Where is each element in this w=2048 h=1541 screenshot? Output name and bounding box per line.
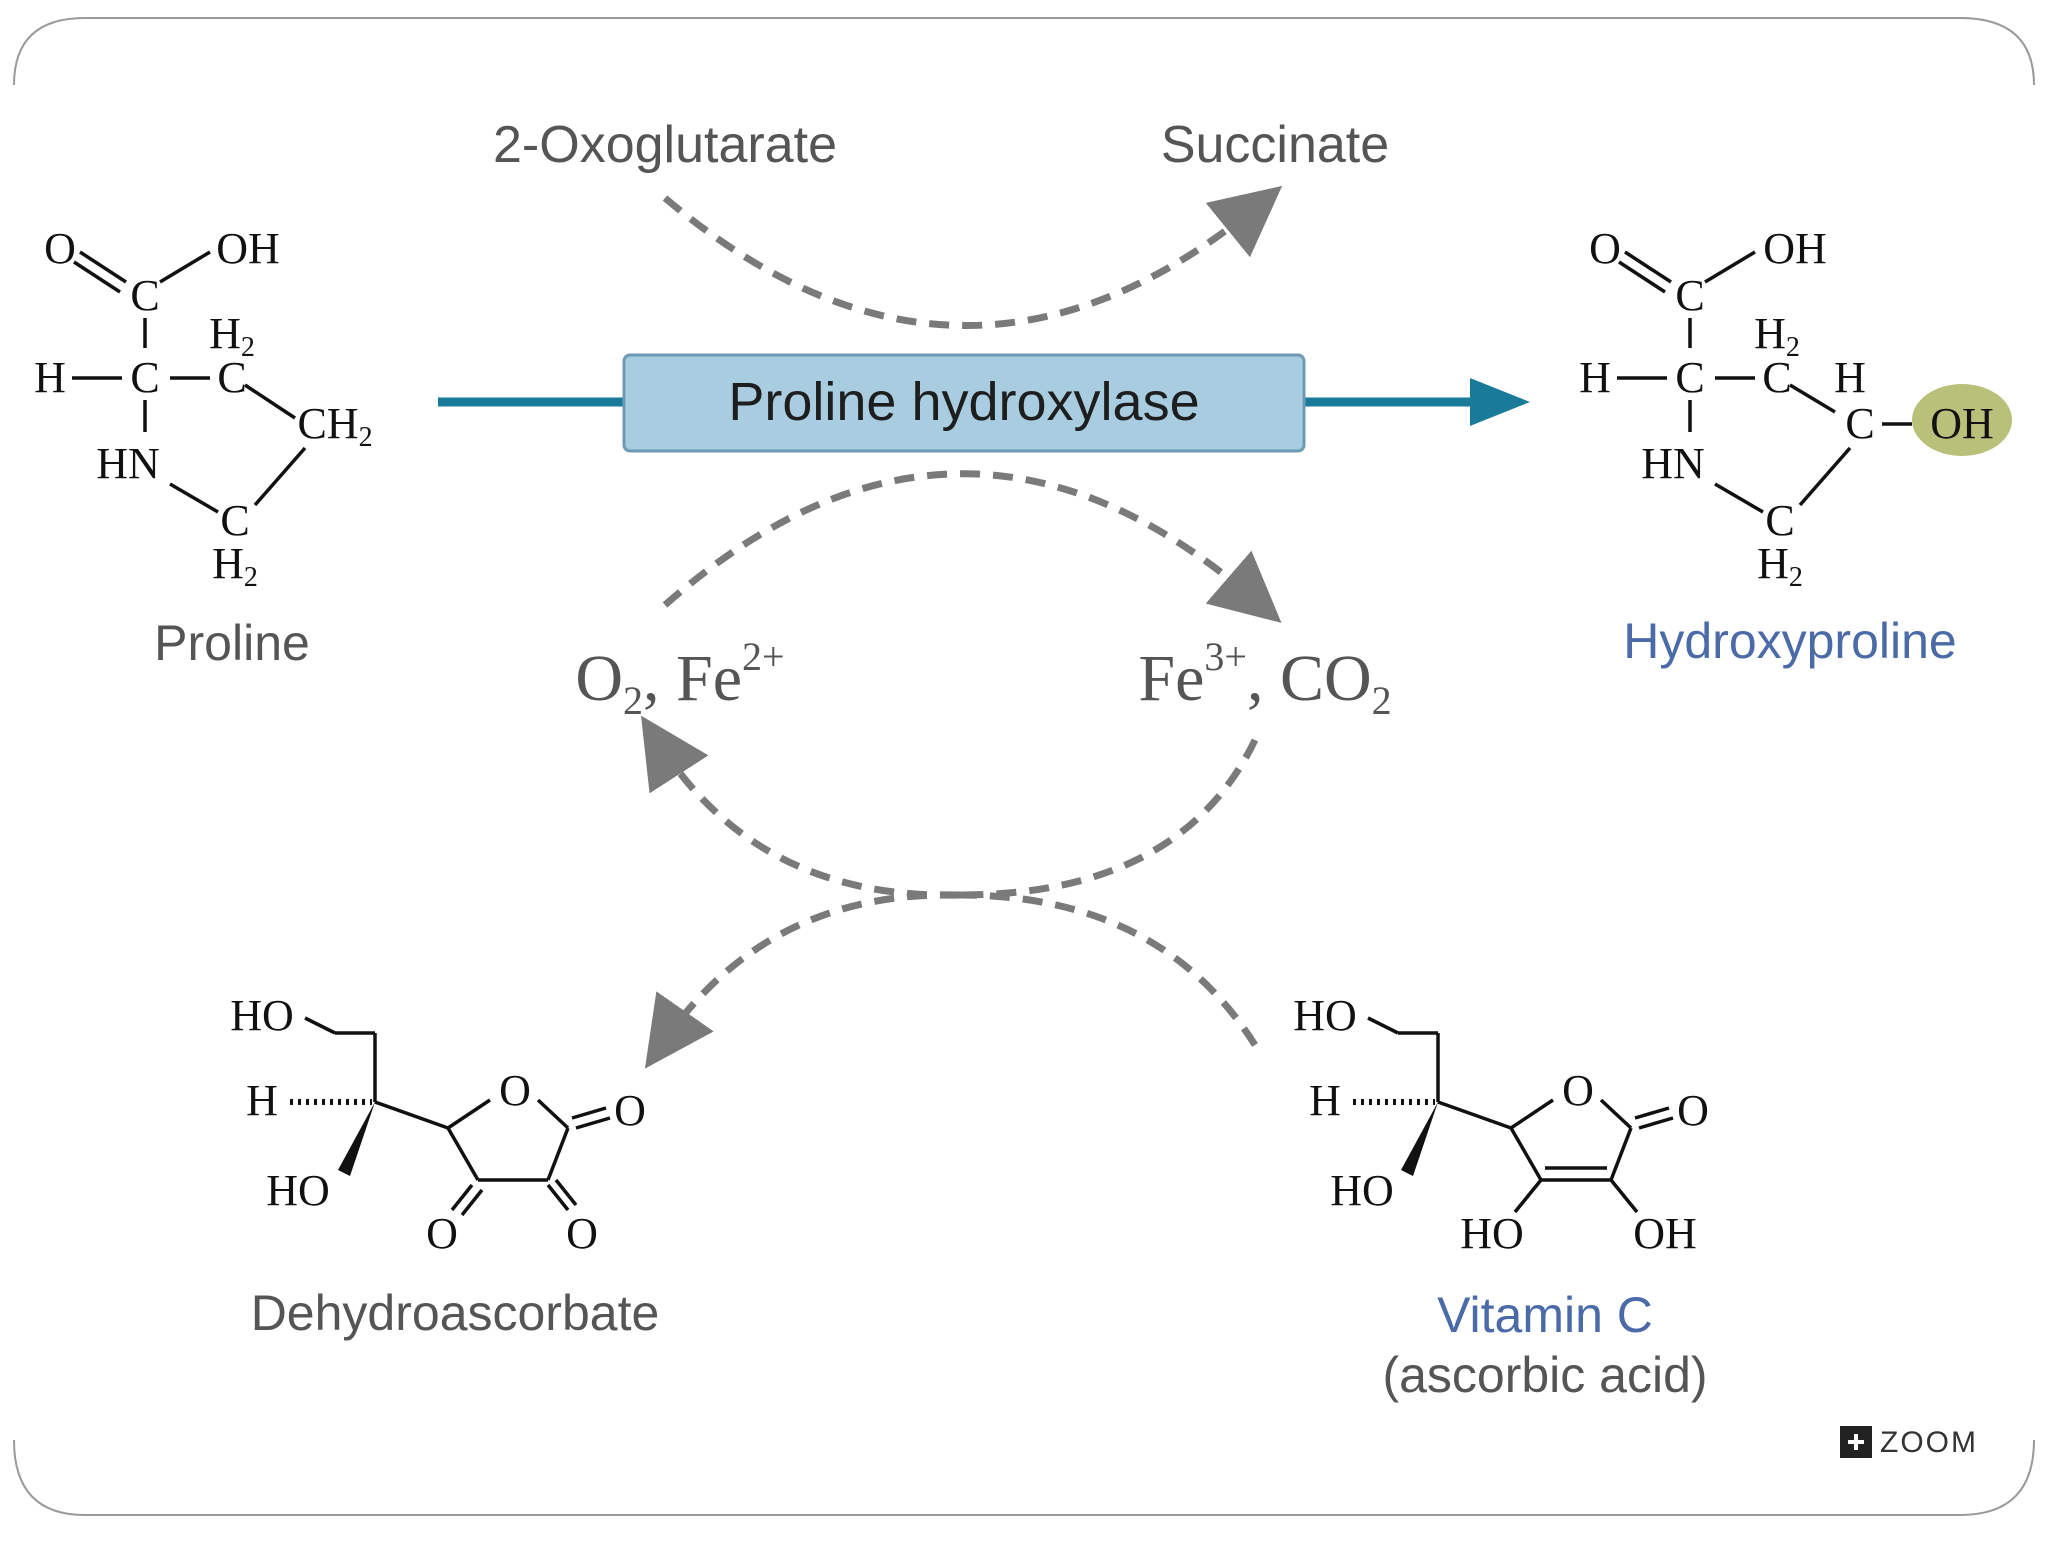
lower-arc-left-down	[644, 891, 961, 1069]
svg-text:C: C	[217, 353, 246, 402]
svg-text:O: O	[44, 224, 76, 273]
vitamin-c-structure: HO H HO O O HO OH	[1293, 991, 1709, 1258]
svg-text:C: C	[1675, 271, 1704, 320]
svg-text:O: O	[426, 1209, 458, 1258]
zoom-button[interactable]: ZOOM	[1840, 1426, 1978, 1459]
svg-text:HO: HO	[266, 1166, 330, 1215]
svg-text:H2: H2	[212, 539, 258, 593]
svg-text:C: C	[1675, 353, 1704, 402]
svg-text:C: C	[220, 496, 249, 545]
svg-text:C: C	[130, 353, 159, 402]
oxoglutarate-label: 2-Oxoglutarate	[493, 116, 837, 174]
lower-arc-left-up	[641, 715, 961, 899]
svg-text:OH: OH	[1763, 224, 1827, 273]
svg-text:C: C	[130, 271, 159, 320]
cofactor-left: O2, Fe2+	[575, 634, 784, 723]
svg-text:O: O	[1677, 1086, 1709, 1135]
svg-text:C: C	[1845, 399, 1874, 448]
svg-text:O: O	[499, 1066, 531, 1115]
svg-text:HN: HN	[1641, 439, 1705, 488]
cofactor-right: Fe3+, CO2	[1138, 634, 1391, 723]
svg-text:H2: H2	[209, 309, 255, 363]
svg-text:OH: OH	[216, 224, 280, 273]
svg-text:OH: OH	[1633, 1209, 1697, 1258]
lower-arc-right-down	[959, 891, 1258, 1047]
oh-highlight	[1912, 384, 2012, 456]
svg-text:O: O	[1589, 224, 1621, 273]
svg-text:C: C	[1762, 353, 1791, 402]
succinate-label: Succinate	[1161, 116, 1389, 174]
middle-dashed-arc	[662, 470, 1282, 623]
svg-text:O: O	[566, 1209, 598, 1258]
svg-text:H: H	[246, 1076, 278, 1125]
svg-text:H: H	[1579, 353, 1611, 402]
top-dashed-arc	[662, 185, 1283, 330]
vitamin-c-sublabel: (ascorbic acid)	[1382, 1347, 1707, 1403]
main-reaction-arrowhead	[1470, 378, 1530, 426]
svg-text:OH: OH	[1930, 399, 1994, 448]
zoom-label: ZOOM	[1880, 1426, 1978, 1459]
svg-text:HO: HO	[230, 991, 294, 1040]
hydroxyproline-structure: O OH C H C C H2 H C OH HN C H2	[1579, 224, 2012, 593]
proline-label: Proline	[154, 615, 310, 671]
enzyme-box	[622, 353, 1306, 453]
slide-border	[13, 17, 2035, 1516]
proline-structure: O OH C H C C H2 CH2 HN C H2	[34, 224, 372, 593]
svg-text:HO: HO	[1460, 1209, 1524, 1258]
dehydroascorbate-structure: HO H HO O O O O	[230, 991, 646, 1258]
svg-text:HO: HO	[1293, 991, 1357, 1040]
svg-text:CH2: CH2	[297, 399, 372, 453]
svg-text:HN: HN	[96, 439, 160, 488]
svg-text:H: H	[34, 353, 66, 402]
svg-text:HO: HO	[1330, 1166, 1394, 1215]
svg-text:O: O	[1562, 1066, 1594, 1115]
enzyme-label: Proline hydroxylase	[728, 372, 1199, 432]
lower-arc-right-up	[959, 738, 1259, 899]
dehydroascorbate-label: Dehydroascorbate	[251, 1285, 660, 1341]
svg-text:C: C	[1765, 496, 1794, 545]
hydroxyproline-label: Hydroxyproline	[1623, 613, 1956, 669]
svg-text:H: H	[1834, 353, 1866, 402]
vitamin-c-label: Vitamin C	[1437, 1287, 1653, 1343]
svg-text:H2: H2	[1754, 309, 1800, 363]
svg-text:H: H	[1309, 1076, 1341, 1125]
svg-text:O: O	[614, 1086, 646, 1135]
svg-text:H2: H2	[1757, 539, 1803, 593]
